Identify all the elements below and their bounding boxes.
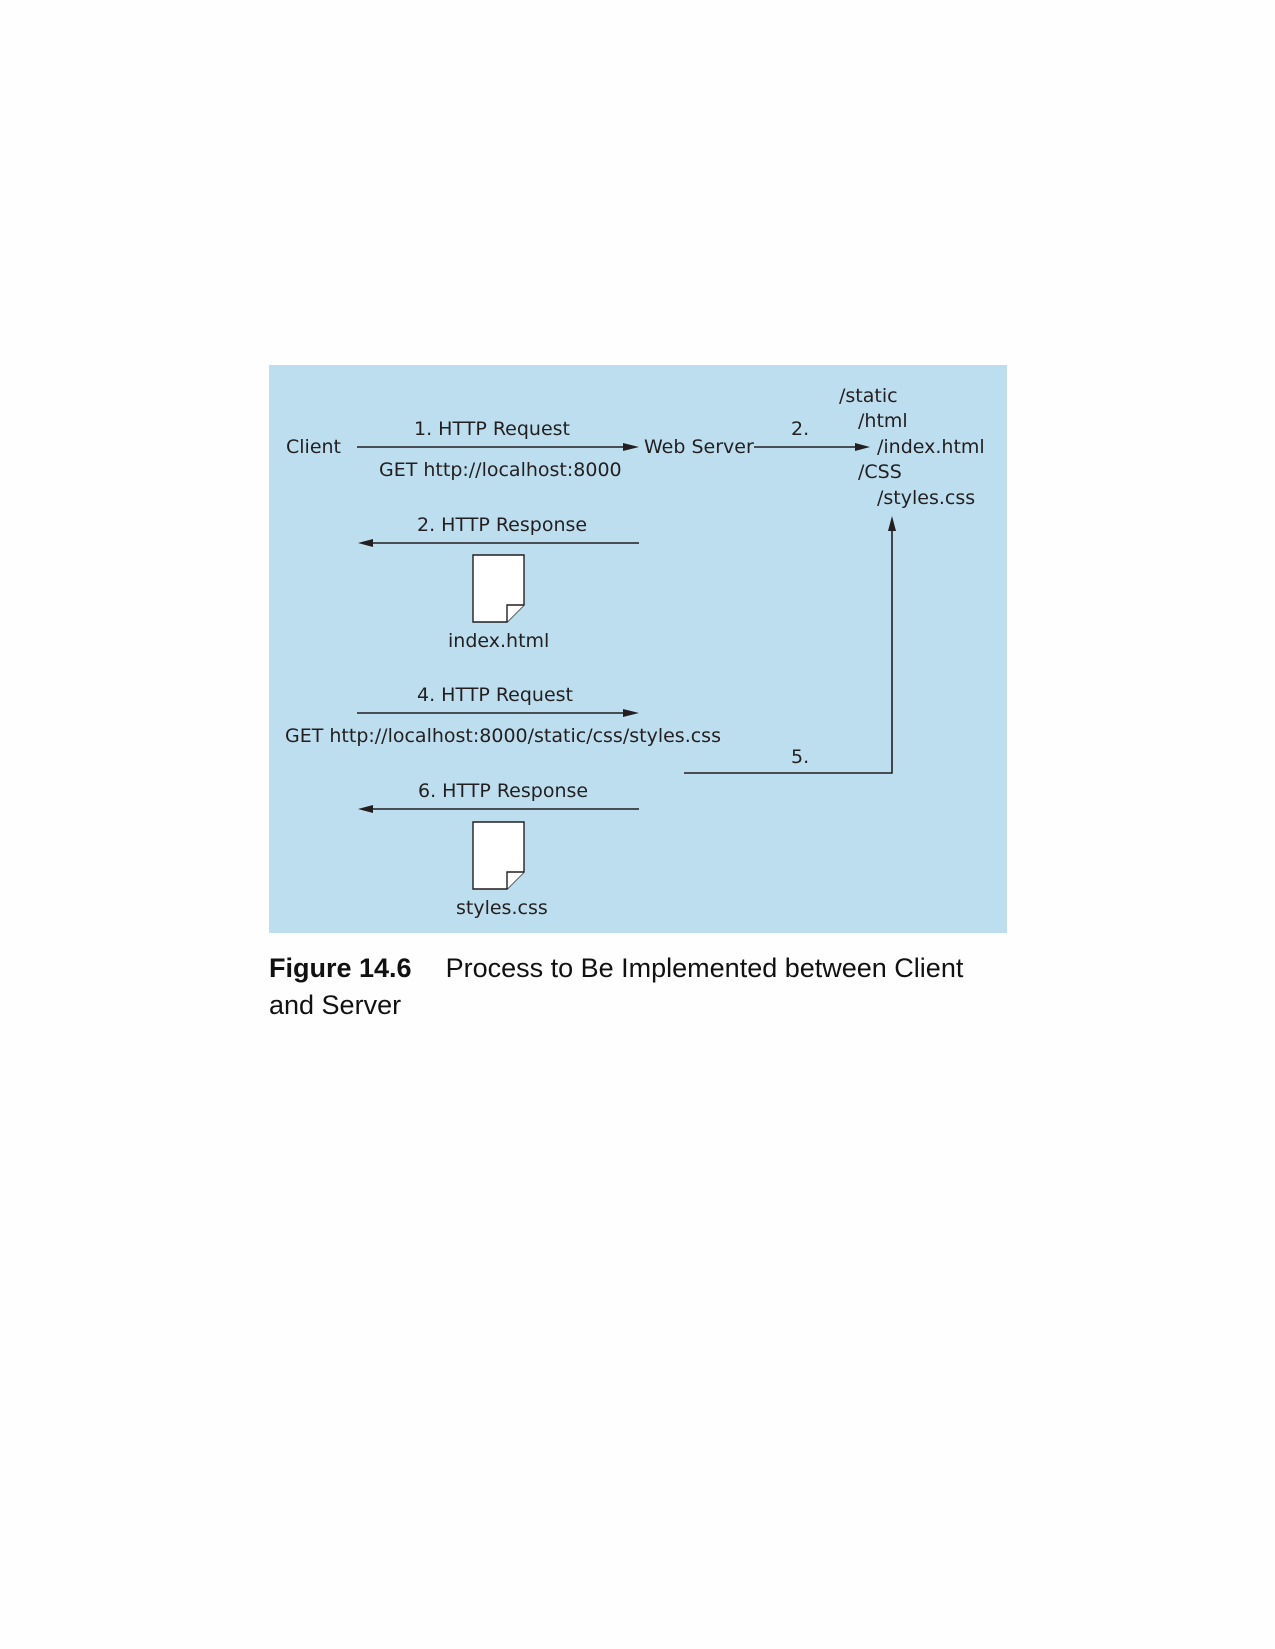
doc1-label: index.html bbox=[448, 630, 549, 652]
figure-number: Figure 14.6 bbox=[269, 953, 412, 983]
request1-arrowhead bbox=[623, 443, 639, 451]
request1-url: GET http://localhost:8000 bbox=[379, 459, 622, 481]
response2-arrowhead bbox=[358, 805, 373, 813]
tree-html: /html bbox=[858, 410, 908, 432]
lookup2-label: 5. bbox=[791, 746, 809, 768]
doc2-label: styles.css bbox=[456, 897, 548, 919]
request2-url: GET http://localhost:8000/static/css/sty… bbox=[285, 725, 721, 747]
client-label: Client bbox=[286, 436, 341, 458]
request2-arrowhead bbox=[623, 709, 639, 717]
diagram-figure: Client 1. HTTP Request GET http://localh… bbox=[269, 365, 1007, 933]
figure-caption-text: Process to Be Implemented between Client… bbox=[269, 953, 964, 1020]
request2-label: 4. HTTP Request bbox=[417, 684, 573, 706]
lookup1-label: 2. bbox=[791, 418, 809, 440]
client-server-diagram: Client 1. HTTP Request GET http://localh… bbox=[285, 385, 985, 919]
styles-css-document-fold-icon bbox=[506, 871, 524, 889]
response1-arrowhead bbox=[358, 539, 373, 547]
index-html-document-fold-icon bbox=[506, 604, 524, 622]
response2-label: 6. HTTP Response bbox=[418, 780, 588, 802]
lookup1-arrowhead bbox=[855, 443, 870, 451]
lookup2-arrowhead bbox=[888, 516, 896, 531]
web-server-label: Web Server bbox=[644, 436, 754, 458]
tree-styles-css: /styles.css bbox=[877, 487, 975, 509]
lookup2-arrow bbox=[684, 531, 893, 774]
response1-label: 2. HTTP Response bbox=[417, 514, 587, 536]
request1-label: 1. HTTP Request bbox=[414, 418, 570, 440]
tree-index-html: /index.html bbox=[877, 436, 985, 458]
tree-static: /static bbox=[839, 385, 898, 407]
tree-css: /CSS bbox=[858, 461, 902, 483]
